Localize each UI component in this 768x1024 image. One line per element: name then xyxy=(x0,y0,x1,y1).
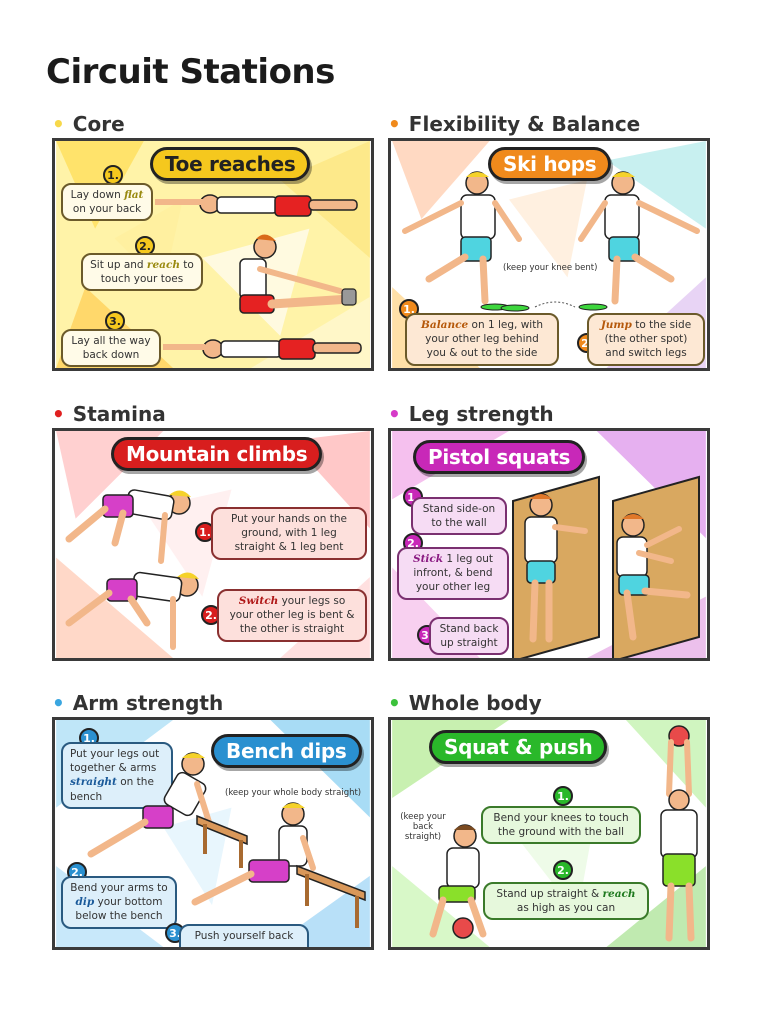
bullet-icon: • xyxy=(52,691,65,715)
section-heading-stamina: • Stamina xyxy=(52,401,166,427)
page-title: Circuit Stations xyxy=(46,52,335,92)
section-heading-leg-strength: • Leg strength xyxy=(388,401,554,427)
step-text: Bend your arms to dip your bottom below … xyxy=(61,876,177,929)
card-bench-dips: Bench dips (keep your whole body straigh… xyxy=(52,717,374,950)
card-title: Mountain climbs xyxy=(111,437,323,471)
section-heading-label: Flexibility & Balance xyxy=(408,112,641,136)
section-heading-arm-strength: • Arm strength xyxy=(52,690,223,716)
person-reaching-figure xyxy=(660,725,698,942)
step-text: Lay all the way back down xyxy=(61,329,161,368)
card-ski-hops: Ski hops (keep your knee bent) 1. Balanc… xyxy=(388,138,710,371)
person-bench-dip-figure xyxy=(87,752,248,868)
card-toe-reaches: Toe reaches 1. Lay down flat on your bac… xyxy=(52,138,374,371)
bullet-icon: • xyxy=(388,112,401,136)
person-bench-dip-figure xyxy=(191,802,366,928)
card-mountain-climbs: Mountain climbs 1. Put your hands on the… xyxy=(52,428,374,661)
section-heading-label: Whole body xyxy=(408,691,542,715)
section-heading-whole-body: • Whole body xyxy=(388,690,542,716)
hint-note: (keep your back straight) xyxy=(400,812,446,842)
bullet-icon: • xyxy=(52,402,65,426)
person-hopping-figure xyxy=(578,171,700,311)
person-balancing-figure xyxy=(402,171,522,311)
step-text: Jump to the side (the other spot) and sw… xyxy=(587,313,705,366)
step-text: Stand back up straight xyxy=(429,617,509,656)
step-text: Put your legs out together & arms straig… xyxy=(61,742,173,809)
card-title: Ski hops xyxy=(488,147,612,181)
person-pistol-squat-figure xyxy=(616,513,691,641)
person-sitting-figure xyxy=(239,234,357,314)
step-text: Bend your knees to touch the ground with… xyxy=(481,806,641,845)
hint-note: (keep your knee bent) xyxy=(503,263,598,273)
card-title: Squat & push xyxy=(429,730,608,764)
bullet-icon: • xyxy=(52,112,65,136)
floor-spot-icon xyxy=(500,301,576,312)
person-standing-figure xyxy=(524,493,588,643)
hint-note: (keep your whole body straight) xyxy=(225,788,362,798)
step-number: 1. xyxy=(553,786,573,806)
step-text: Sit up and reach to touch your toes xyxy=(81,253,203,292)
step-text: Put your hands on the ground, with 1 leg… xyxy=(211,507,367,560)
section-heading-label: Arm strength xyxy=(72,691,224,715)
section-heading-label: Leg strength xyxy=(408,402,554,426)
section-heading-flexibility: • Flexibility & Balance xyxy=(388,111,640,137)
step-text: Stand up straight & reach as high as you… xyxy=(483,882,649,921)
step-text: Switch your legs so your other leg is be… xyxy=(217,589,367,642)
step-text: Stand side-on to the wall xyxy=(411,497,507,536)
person-lying-figure xyxy=(155,194,358,217)
bullet-icon: • xyxy=(388,691,401,715)
step-number: 2. xyxy=(553,860,573,880)
card-squat-and-push: Squat & push (keep your back straight) 1… xyxy=(388,717,710,950)
person-mountain-climber-figure xyxy=(65,489,191,564)
bullet-icon: • xyxy=(388,402,401,426)
step-number: 1. xyxy=(103,165,123,185)
section-heading-label: Stamina xyxy=(72,402,166,426)
card-pistol-squats: Pistol squats 1. Stand side-on to the wa… xyxy=(388,428,710,661)
step-text: Balance on 1 leg, with your other leg be… xyxy=(405,313,559,366)
step-text: Push yourself back up xyxy=(179,924,309,947)
section-heading-label: Core xyxy=(72,112,125,136)
person-squat-figure xyxy=(429,824,487,939)
card-title: Toe reaches xyxy=(150,147,311,181)
step-text: Lay down flat on your back xyxy=(61,183,153,222)
person-mountain-climber-figure xyxy=(65,571,199,650)
card-title: Bench dips xyxy=(211,734,362,768)
step-text: Stick 1 leg out infront, & bend your oth… xyxy=(397,547,509,600)
section-heading-core: • Core xyxy=(52,111,125,137)
step-number: 3. xyxy=(105,311,125,331)
card-title: Pistol squats xyxy=(413,440,586,474)
person-lying-figure xyxy=(163,338,362,360)
